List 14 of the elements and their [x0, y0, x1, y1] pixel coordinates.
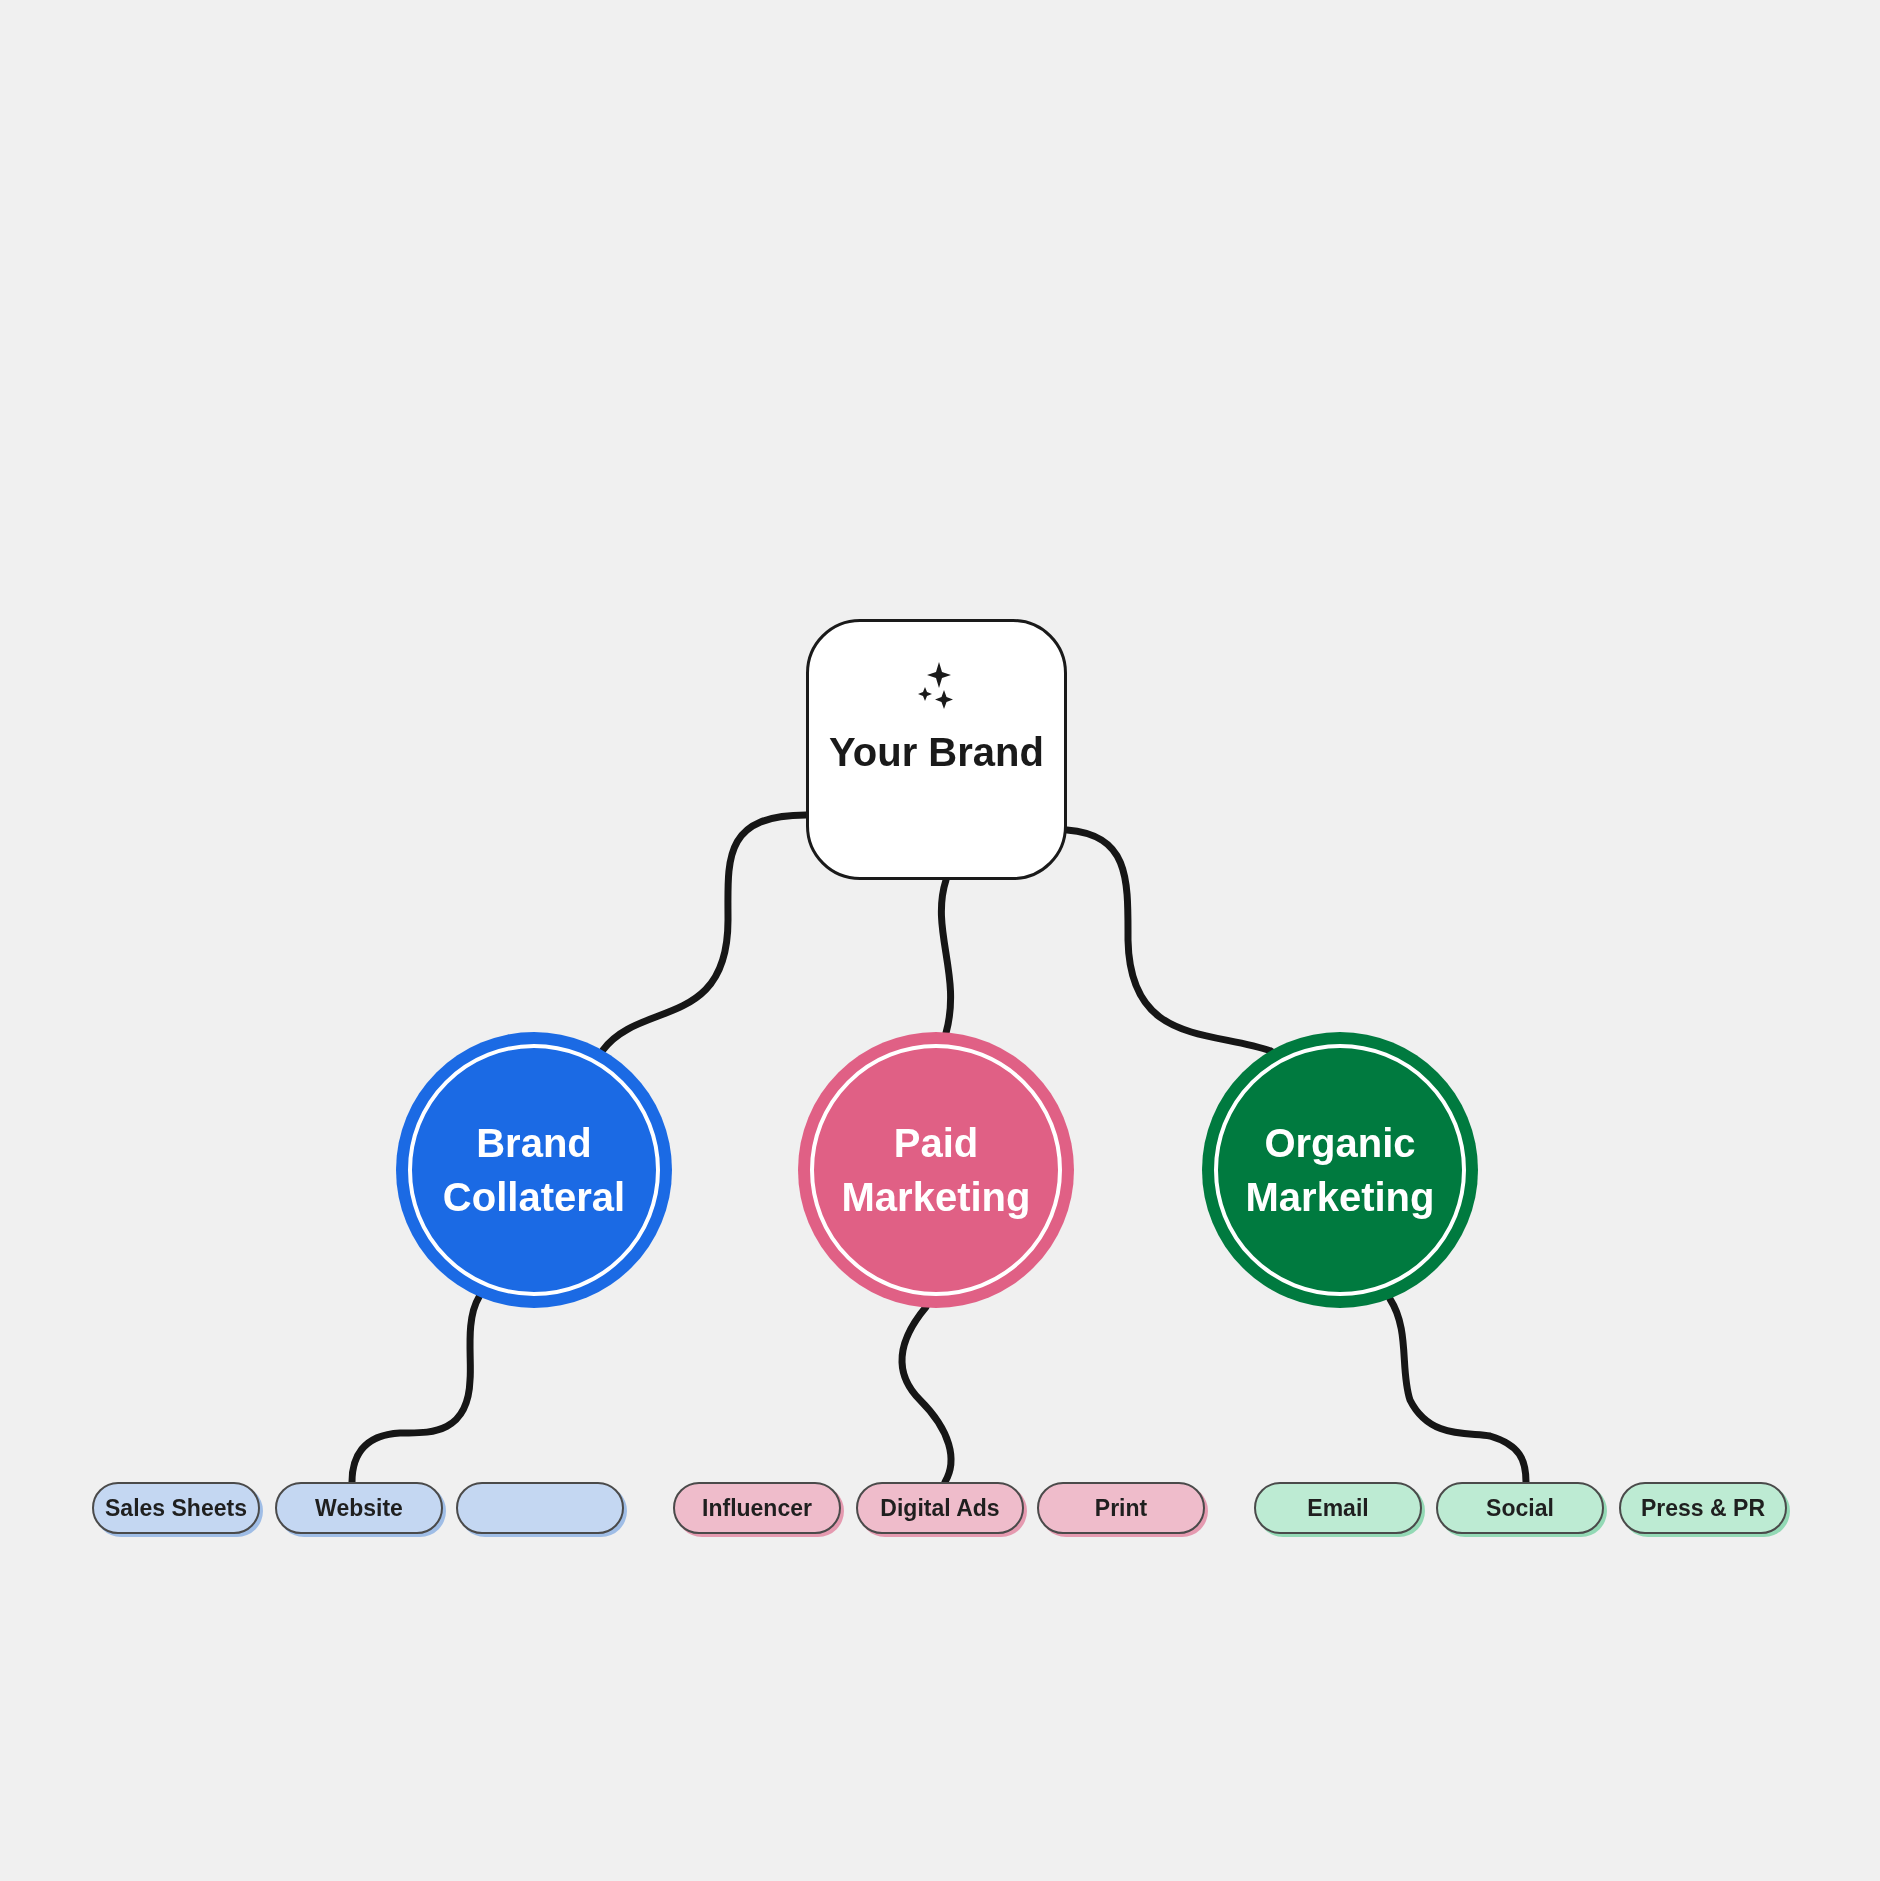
channel-pill: Email: [1254, 1482, 1422, 1534]
channel-pill: Website: [275, 1482, 443, 1534]
node-title: Your Brand: [829, 730, 1044, 775]
category-title: Paid Marketing: [840, 1120, 1032, 1221]
channel-pill: Sales Sheets: [92, 1482, 260, 1534]
category-title: Brand Collateral: [441, 1120, 627, 1221]
brand-box: [806, 619, 1067, 880]
channel-pill: Social: [1436, 1482, 1604, 1534]
channel-pill: Print: [1037, 1482, 1205, 1534]
channel-pill: Digital Ads: [856, 1482, 1024, 1534]
category-title: Organic Marketing: [1244, 1120, 1436, 1221]
channel-pill: Press & PR: [1619, 1482, 1787, 1534]
channel-pill: Influencer: [673, 1482, 841, 1534]
channel-pill: [456, 1482, 624, 1534]
